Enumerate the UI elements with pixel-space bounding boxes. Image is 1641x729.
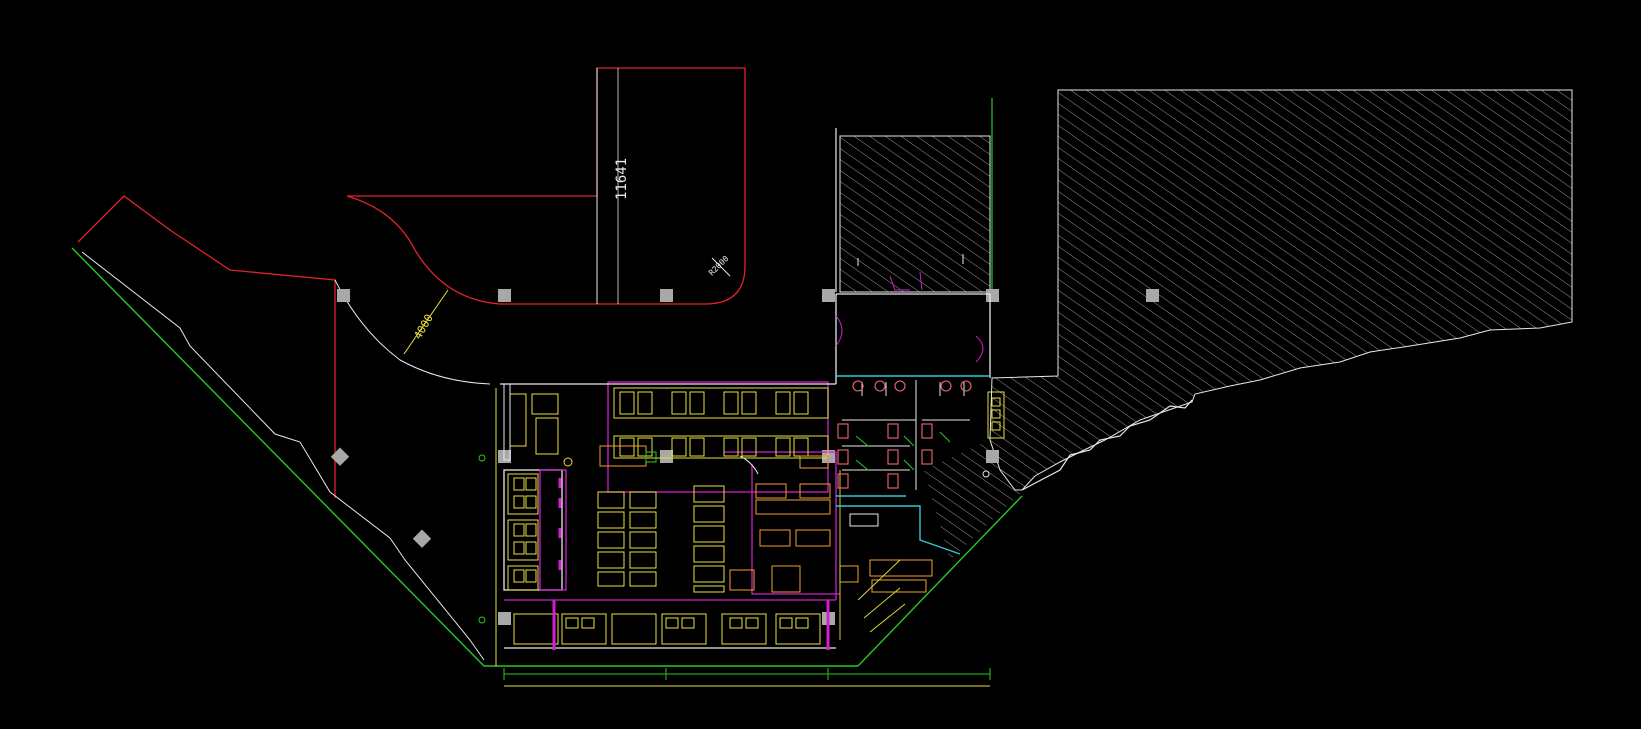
- hatched-room-upper: [835, 98, 993, 293]
- green-boundary: [71, 247, 1023, 667]
- dining-booths-top: [613, 387, 829, 459]
- dimension-width-label: 4000: [411, 312, 436, 341]
- restroom-walls: [836, 375, 990, 555]
- restaurant-walls: [500, 293, 991, 649]
- dining-tables-center: [597, 485, 725, 593]
- bottom-dimension-chain: [503, 668, 991, 687]
- structural-columns: [330, 289, 1159, 625]
- kitchen-equipment: [729, 455, 933, 593]
- dimension-height-label: 11641: [614, 158, 630, 200]
- hatched-corridor: [924, 440, 1022, 560]
- restroom-doors: [855, 431, 951, 471]
- restroom-fixtures: [837, 380, 972, 489]
- dining-booths-left: [507, 473, 539, 591]
- door-swings: [739, 271, 984, 475]
- inner-boundary-detail: [81, 251, 485, 661]
- dining-booths-bottom: [513, 613, 821, 645]
- magenta-partitions: [552, 478, 830, 650]
- restroom-sinks: [987, 391, 1005, 439]
- kitchen-lines: [839, 470, 906, 640]
- entrance-counter: [503, 383, 657, 467]
- dimension-lines: [334, 257, 731, 385]
- marker-dots: [478, 454, 990, 624]
- site-boundary-red: [77, 67, 746, 498]
- restroom-partitions: [842, 380, 970, 490]
- dimension-radius-label: R2000: [707, 254, 731, 278]
- hatched-building-right: [989, 89, 1573, 491]
